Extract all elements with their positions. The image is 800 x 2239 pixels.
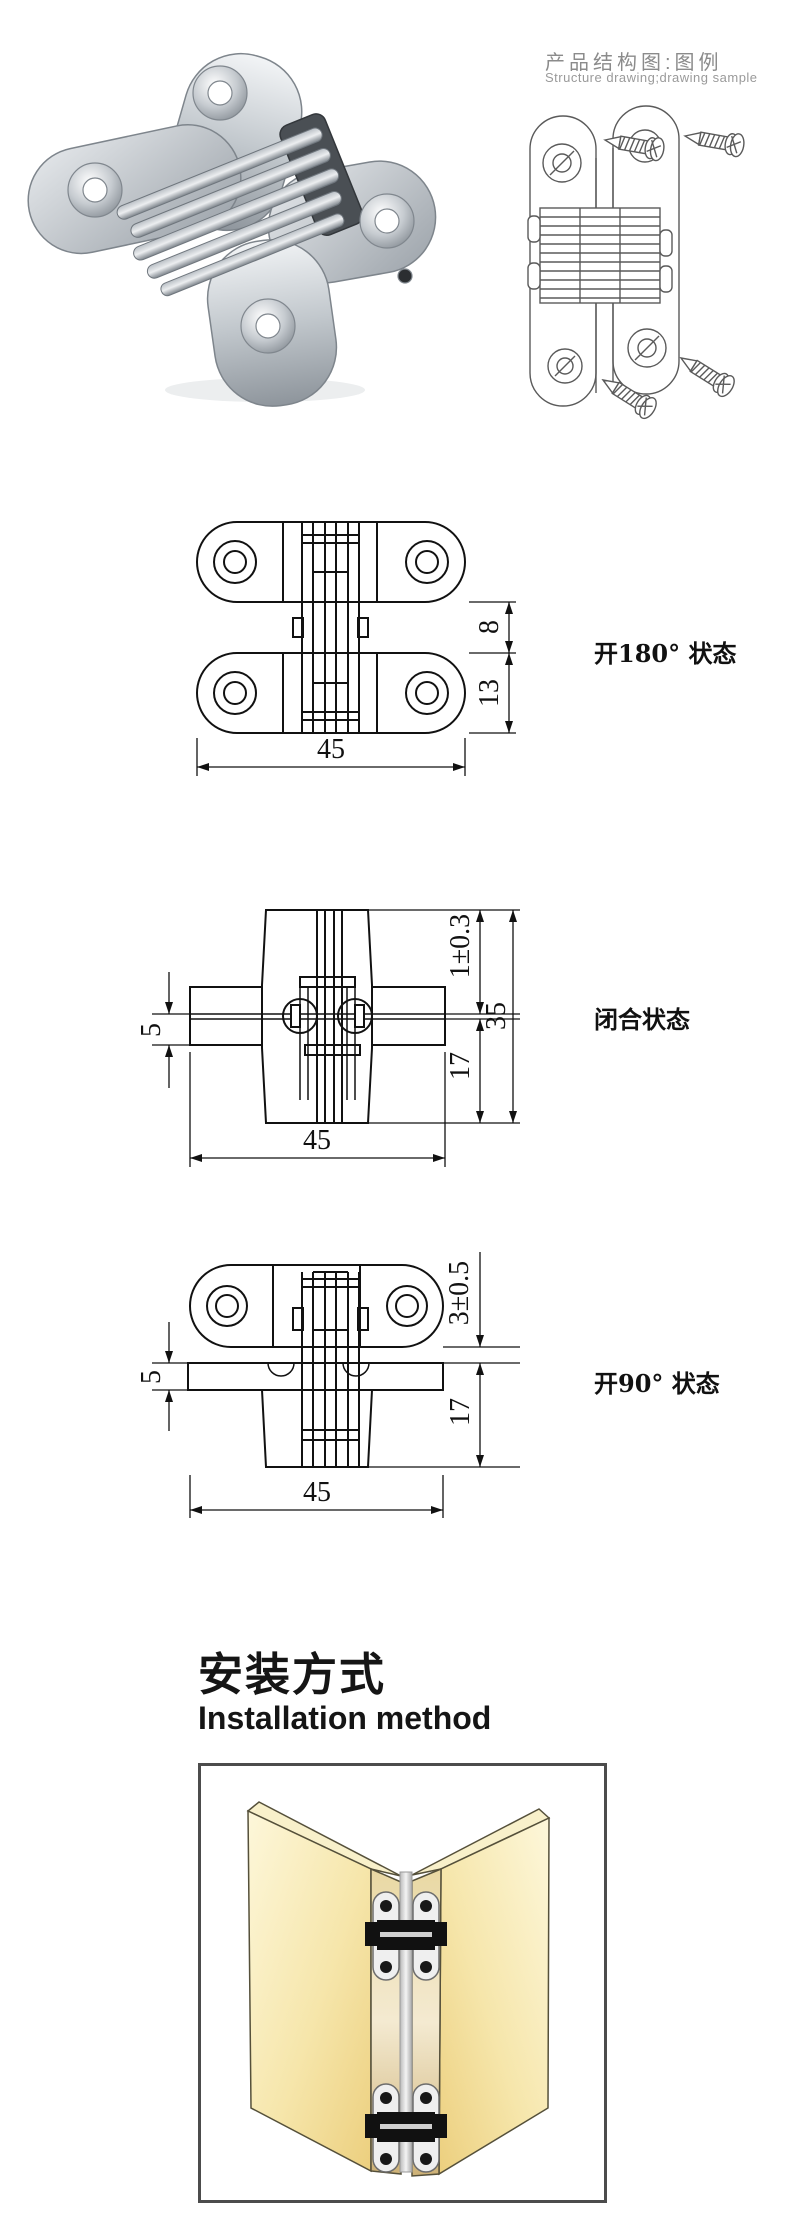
- open90-foot: [260, 1389, 374, 1468]
- wing-bottom: [196, 652, 466, 734]
- drawing-open180: 8 13 45 开180° 状态: [196, 521, 736, 776]
- dimension-lines: [152, 1252, 520, 1518]
- structure-legend-title-en: Structure drawing;drawing sample: [545, 70, 758, 85]
- screw-icon: [682, 123, 747, 159]
- dim-35: 35: [481, 1002, 512, 1030]
- mounted-hinge: [365, 1891, 447, 1981]
- label-open90: 开90° 状态: [594, 1369, 720, 1398]
- product-photo-hinge: [27, 52, 437, 407]
- right-panel-front-face: [438, 1816, 550, 2176]
- closed-left-arm: [189, 986, 263, 1046]
- screw-holes: [67, 65, 415, 354]
- hinge-link-stack: [116, 113, 364, 297]
- label-open180: 开180° 状态: [594, 639, 736, 668]
- dim-8: 8: [474, 620, 505, 634]
- installation-title-en: Installation method: [198, 1700, 492, 1736]
- dimension-arrows: [197, 602, 513, 771]
- installation-illustration-box: [198, 1763, 607, 2203]
- closed-right-arm: [371, 986, 446, 1046]
- drawing-open90: 3±0.5 17 5 45 开90° 状态: [140, 1252, 720, 1518]
- dim-1-03: 1±0.3: [445, 914, 476, 978]
- dimension-arrows: [165, 910, 517, 1162]
- installation-title-zh: 安装方式: [198, 1649, 387, 1700]
- dim-45: 45: [317, 734, 345, 765]
- label-closed: 闭合状态: [594, 1005, 690, 1034]
- dimension-lines: [152, 909, 520, 1167]
- dim-5: 5: [140, 1023, 167, 1037]
- wing-top: [196, 521, 466, 603]
- dimension-lines: [196, 601, 516, 776]
- structure-legend-title-zh: 产品结构图:图例: [545, 52, 723, 74]
- open90-wing: [189, 1264, 444, 1348]
- dim-45: 45: [303, 1125, 331, 1156]
- dim-5: 5: [140, 1370, 167, 1384]
- dim-13: 13: [474, 679, 505, 707]
- structure-link-band: [527, 207, 673, 304]
- dim-17: 17: [445, 1398, 476, 1426]
- installation-illustration: [246, 1801, 551, 2177]
- dim-45: 45: [303, 1477, 331, 1508]
- left-panel-front-face: [247, 1809, 372, 2173]
- drawing-closed: 1±0.3 17 35 5 45 闭合状态: [140, 909, 690, 1167]
- dimension-arrows: [165, 1335, 484, 1514]
- screw-icon: [674, 347, 739, 400]
- dim-3-05: 3±0.5: [444, 1261, 475, 1325]
- dim-17: 17: [445, 1052, 476, 1080]
- open90-arm: [187, 1362, 444, 1391]
- structure-drawing: [527, 105, 747, 422]
